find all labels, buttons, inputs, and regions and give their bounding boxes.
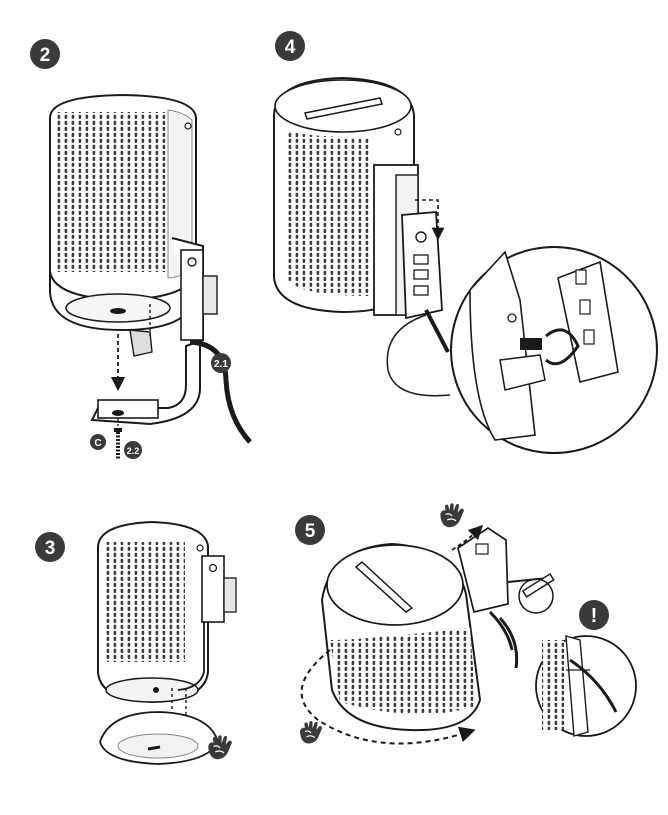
hand-icon-top (439, 502, 465, 528)
wall-bracket-step-5 (457, 526, 514, 651)
speaker-step-3 (97, 520, 209, 704)
hand-icon-bottom (299, 720, 323, 745)
cable-step-5 (498, 616, 519, 669)
step-3-badge: 3 (35, 532, 65, 562)
step-2-panel: 2 (30, 39, 252, 460)
bottom-cover (99, 711, 219, 765)
rotate-arrow-icon (300, 524, 484, 745)
svg-text:C: C (94, 438, 101, 449)
step-5-badge: 5 (295, 515, 325, 545)
svg-text:5: 5 (305, 521, 316, 542)
svg-text:!: ! (591, 605, 598, 627)
step-4-panel: 4 (273, 31, 658, 454)
svg-text:2.2: 2.2 (127, 446, 140, 456)
screw-icon (114, 412, 122, 460)
step-2-badge: 2 (30, 39, 60, 69)
label-2-2: 2.2 (124, 441, 142, 459)
step-3-panel: 3 (35, 520, 237, 765)
label-2-1: 2.1 (211, 353, 231, 373)
warning-icon: ! (579, 600, 609, 630)
screwdriver-icon (507, 572, 555, 614)
svg-text:2: 2 (40, 45, 51, 66)
svg-text:2.1: 2.1 (214, 359, 228, 370)
zoom-callout-step-5 (535, 635, 637, 737)
cable-step-2 (189, 339, 252, 444)
cable-step-4 (424, 309, 450, 353)
svg-text:3: 3 (45, 538, 56, 559)
callout-line-step-4 (386, 314, 451, 397)
label-part-c: C (90, 434, 106, 450)
wall-bracket-step-2 (90, 237, 218, 426)
svg-text:4: 4 (285, 37, 296, 58)
speaker-step-2 (49, 93, 197, 332)
speaker-step-4 (273, 76, 415, 314)
step-5-panel: 5 ! (295, 502, 637, 745)
speaker-step-5 (320, 542, 482, 732)
wall-bracket-step-4 (373, 164, 445, 320)
zoom-callout-step-4 (450, 246, 658, 454)
wall-bracket-step-3 (177, 555, 237, 691)
step-4-badge: 4 (275, 31, 305, 61)
